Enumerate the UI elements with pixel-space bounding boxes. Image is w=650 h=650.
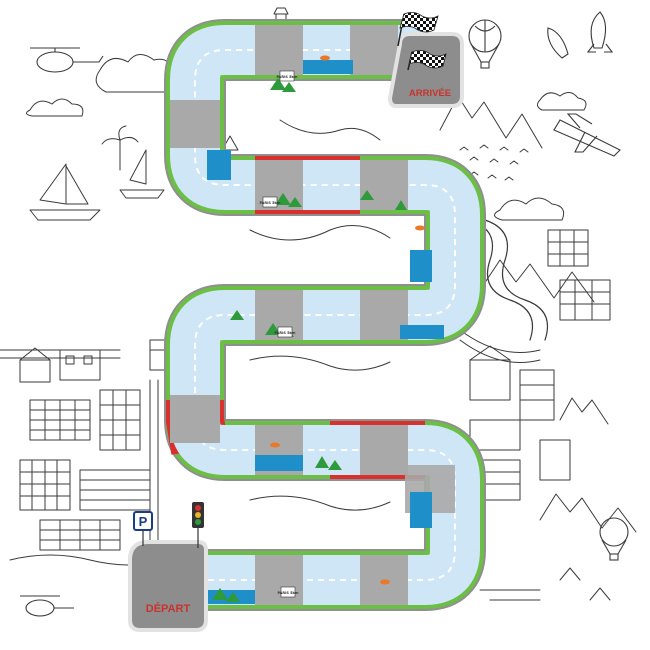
road-sign-icon: PARIS 5km bbox=[274, 326, 296, 338]
tree-icons bbox=[212, 78, 407, 602]
rocket-icon bbox=[547, 27, 569, 59]
water-tiles bbox=[200, 60, 444, 604]
road-sign-text: PARIS 5km bbox=[276, 75, 297, 79]
finish-area: ARRIVÉE bbox=[387, 32, 464, 108]
sailboat-icon bbox=[119, 149, 165, 199]
traffic-light-icon bbox=[192, 502, 204, 548]
hot-air-balloon-icon bbox=[468, 19, 502, 69]
road-sign-text: PARIS 5km bbox=[277, 591, 298, 595]
parking-sign-letter: P bbox=[139, 514, 148, 529]
hot-air-balloon-icon bbox=[599, 517, 629, 561]
road-sign-icon: PARIS 5km bbox=[276, 70, 298, 82]
airplane-icon bbox=[553, 113, 621, 157]
road-sign-text: PARIS 5km bbox=[274, 331, 295, 335]
start-area: DÉPART bbox=[128, 540, 208, 632]
sailboat-icon bbox=[29, 163, 101, 221]
fish-icons bbox=[270, 55, 425, 585]
road-signs: PARIS 5km PARIS 5km PARIS 5km PARIS 5km bbox=[259, 70, 299, 598]
track-tiles bbox=[170, 25, 455, 605]
checkered-flag-icon bbox=[397, 12, 439, 47]
road-sign-icon: PARIS 5km bbox=[259, 196, 281, 208]
city-right bbox=[469, 229, 611, 501]
helicopter-icon bbox=[20, 595, 74, 617]
finish-label: ARRIVÉE bbox=[409, 88, 451, 99]
city-grid bbox=[9, 339, 191, 566]
helicopter-icon bbox=[30, 47, 104, 73]
road-sign-text: PARIS 5km bbox=[259, 201, 280, 205]
parking-sign-icon: P bbox=[133, 511, 153, 546]
start-label: DÉPART bbox=[146, 602, 191, 615]
checkered-flag-icon bbox=[407, 50, 447, 71]
road-sign-icon: PARIS 5km bbox=[277, 586, 299, 598]
rocket-icon bbox=[586, 11, 614, 53]
